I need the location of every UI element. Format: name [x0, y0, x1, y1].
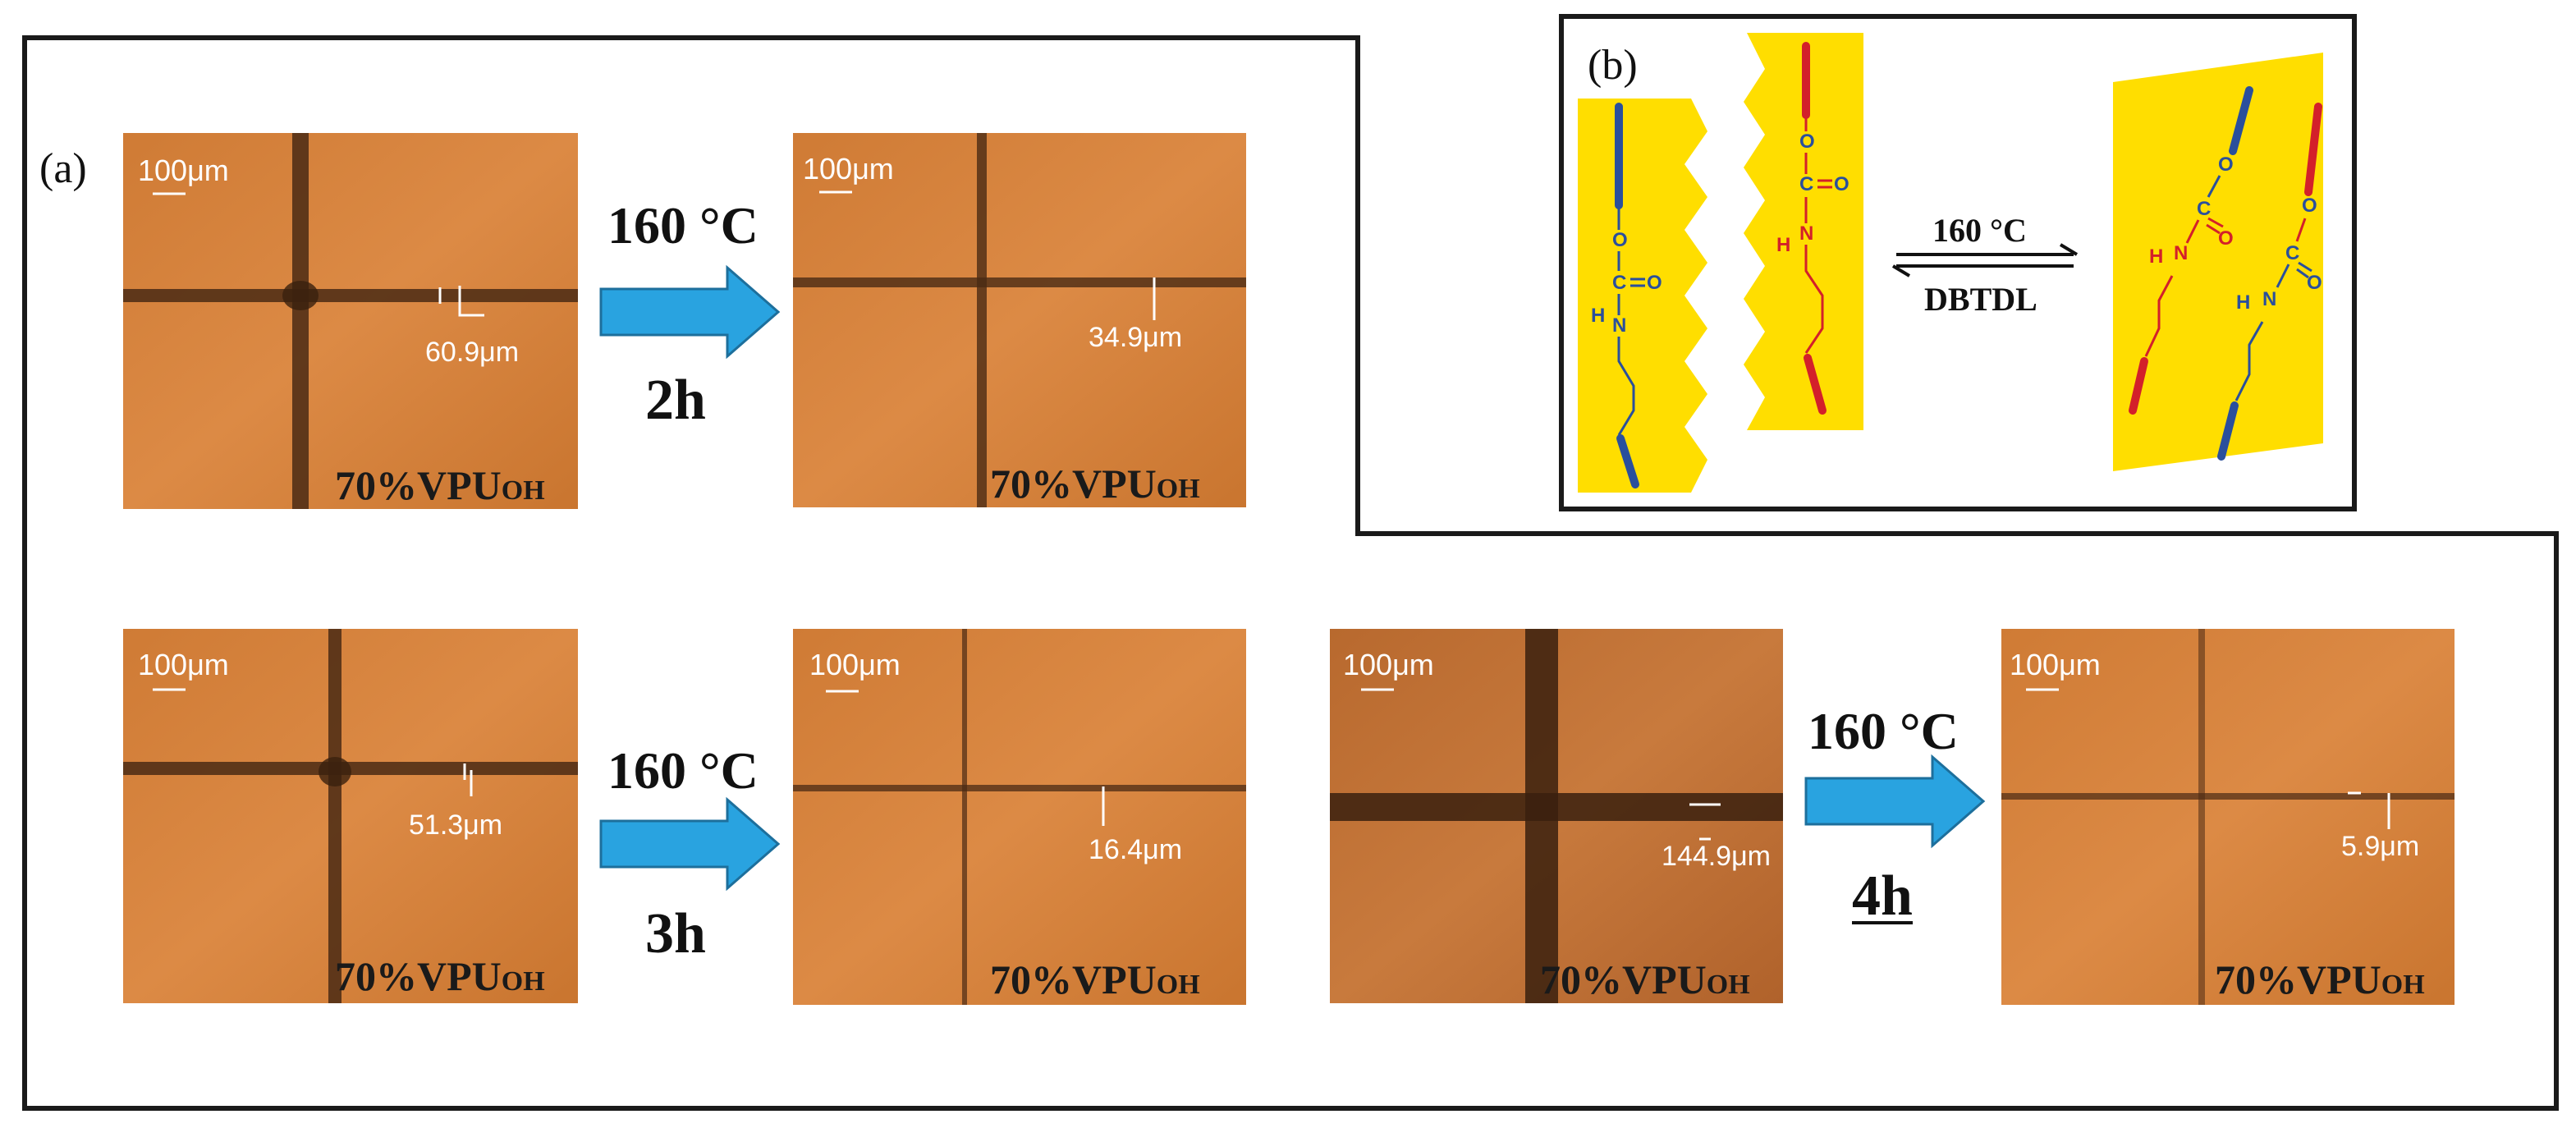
svg-text:O: O: [1647, 272, 1662, 294]
svg-text:C: C: [1799, 173, 1813, 195]
sample-label: 70%VPUOH: [1540, 956, 1750, 1002]
micrograph-3h-before: 100μm 51.3μm 70%VPUOH: [123, 629, 578, 1003]
equilibrium-arrows: 160 °C DBTDL: [1891, 212, 2079, 318]
crack-horizontal: [123, 289, 578, 302]
arrow-icon: [599, 264, 781, 360]
crack-horizontal: [2001, 793, 2455, 800]
crack-width-label: 60.9μm: [425, 337, 519, 368]
svg-text:H: H: [2149, 245, 2163, 268]
svg-text:H: H: [1591, 305, 1605, 327]
panel-b-label: (b): [1588, 42, 1638, 89]
crack-vertical: [292, 133, 309, 509]
svg-text:C: C: [2285, 242, 2299, 264]
svg-text:O: O: [2218, 154, 2234, 176]
scale-bar-label: 100μm: [809, 648, 901, 681]
arrow-icon: [1804, 754, 1986, 849]
blue-chain: O C O N H: [1591, 103, 1662, 488]
healed-blue-chain: H N C O O: [2217, 103, 2322, 461]
crack-width-label: 51.3μm: [409, 809, 502, 841]
micrograph-2h-after: 100μm 34.9μm 70%VPUOH: [793, 133, 1246, 507]
sample-label: 70%VPUOH: [990, 956, 1200, 1002]
svg-text:C: C: [2197, 198, 2211, 220]
svg-text:O: O: [2307, 272, 2322, 294]
crack-vertical: [962, 629, 967, 1005]
sample-label: 70%VPUOH: [335, 953, 545, 999]
svg-text:N: N: [1612, 314, 1626, 337]
sample-label: 70%VPUOH: [335, 462, 545, 508]
heal-arrow-2h: 160 °C 2h: [599, 196, 781, 432]
svg-text:O: O: [1834, 173, 1849, 195]
crack-width-label: 5.9μm: [2341, 831, 2419, 862]
scale-bar-label: 100μm: [2010, 648, 2101, 681]
scale-bar-label: 100μm: [138, 154, 229, 187]
sample-label: 70%VPUOH: [990, 461, 1200, 507]
condition-temperature: 160 °C: [607, 196, 759, 254]
condition-temperature: 160 °C: [607, 741, 759, 800]
crack-horizontal: [1330, 793, 1783, 821]
condition-time: 4h: [1852, 864, 1913, 928]
svg-text:H: H: [1776, 234, 1790, 256]
sample-label: 70%VPUOH: [2215, 956, 2425, 1002]
forward-condition: 160 °C: [1932, 212, 2027, 249]
panel-a-frame: [22, 35, 2559, 1111]
scale-bar-label: 100μm: [1343, 648, 1434, 681]
fractured-sheet-right: [1744, 33, 1863, 430]
crack-width-label: 144.9μm: [1662, 841, 1771, 872]
crack-width-label: 16.4μm: [1089, 834, 1182, 865]
svg-text:O: O: [1799, 131, 1815, 153]
svg-text:O: O: [1612, 229, 1628, 251]
micrograph-3h-after: 100μm 16.4μm 70%VPUOH: [793, 629, 1246, 1005]
crack-horizontal: [793, 277, 1246, 287]
crack-vertical: [328, 629, 341, 1003]
healed-red-chain: H N C O O: [2129, 86, 2253, 415]
micrograph-4h-before: 100μm 144.9μm 70%VPUOH: [1330, 629, 1783, 1003]
svg-text:O: O: [2302, 195, 2317, 217]
heal-arrow-3h: 160 °C 3h: [599, 741, 781, 965]
svg-text:N: N: [1799, 222, 1813, 245]
condition-time: 3h: [645, 902, 706, 965]
reverse-condition: DBTDL: [1924, 281, 2037, 318]
scale-bar-label: 100μm: [138, 648, 229, 681]
crack-horizontal: [793, 785, 1246, 791]
crack-vertical: [977, 133, 987, 507]
heal-arrow-4h: 160 °C 4h: [1804, 702, 1986, 928]
crack-vertical: [2198, 629, 2205, 1005]
condition-time: 2h: [645, 369, 706, 432]
svg-text:C: C: [1612, 272, 1626, 294]
svg-text:N: N: [2174, 242, 2188, 264]
micrograph-2h-before: 100μm 60.9μm 70%VPUOH: [123, 133, 578, 509]
svg-text:O: O: [2218, 227, 2234, 250]
scale-bar-label: 100μm: [803, 152, 894, 186]
svg-text:N: N: [2262, 288, 2276, 310]
panel-b: (b) O C O N H O C: [1559, 14, 2357, 511]
crack-width-label: 34.9μm: [1089, 322, 1182, 353]
panel-a-label: (a): [39, 145, 87, 192]
arrow-icon: [599, 796, 781, 892]
fractured-sheet-left: [1578, 99, 1707, 493]
svg-text:H: H: [2236, 291, 2250, 314]
micrograph-4h-after: 100μm 5.9μm 70%VPUOH: [2001, 629, 2455, 1005]
healed-sheet: [2113, 53, 2323, 471]
condition-temperature: 160 °C: [1808, 702, 1959, 760]
red-chain: O C O N H: [1776, 42, 1849, 415]
